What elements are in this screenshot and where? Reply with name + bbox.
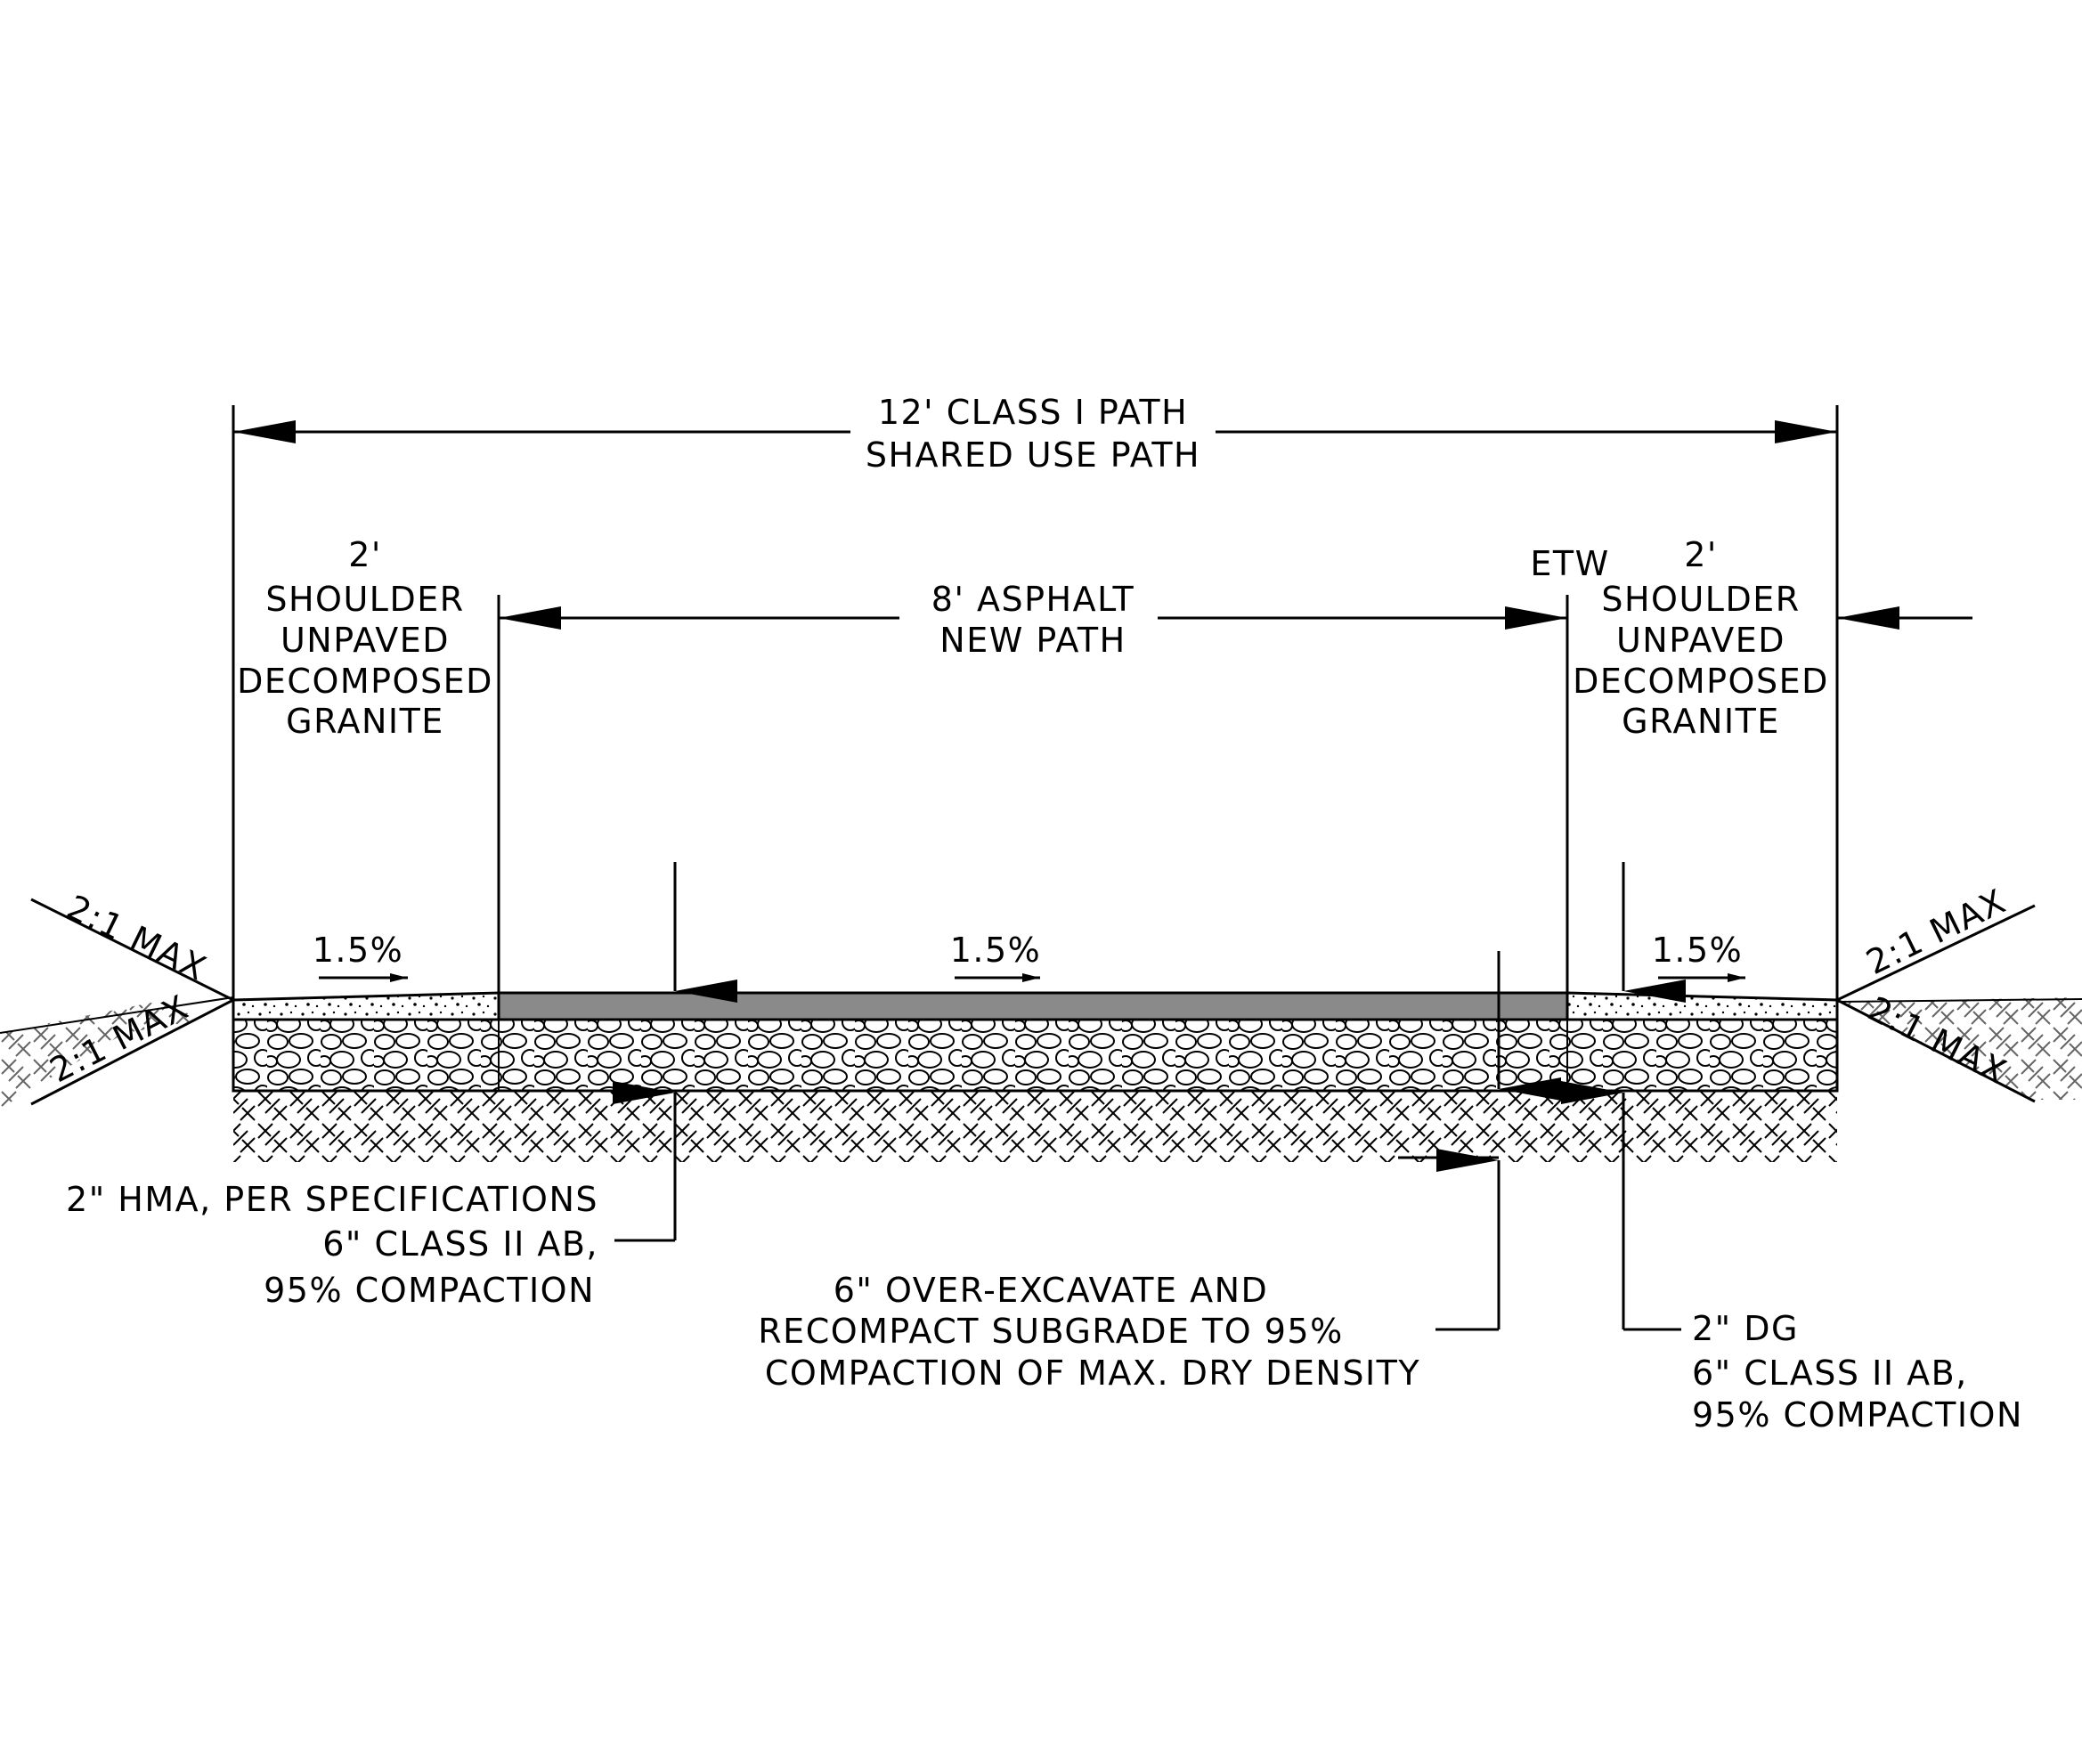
slope-label-right-upper: 2:1 MAX [1860,882,2013,982]
asphalt-dimension-sublabel: NEW PATH [939,621,1126,660]
right-dg-shoulder [1566,991,1839,1021]
svg-text:UNPAVED: UNPAVED [281,621,450,660]
existing-ground-right [1836,997,2082,1100]
svg-text:2': 2' [348,535,382,574]
svg-text:GRANITE: GRANITE [1622,702,1780,741]
etw-label: ETW [1530,544,1609,583]
asphalt-dimension-label: 8' ASPHALT [931,580,1135,619]
right-shoulder-label: 2' SHOULDER UNPAVED DECOMPOSED GRANITE [1573,535,1829,741]
cross-slope-label-left: 1.5% [313,931,404,970]
right-lower-slope-line [1836,998,2036,1103]
svg-text:2" HMA, PER SPECIFICATIONS: 2" HMA, PER SPECIFICATIONS [66,1180,598,1219]
class-ii-aggregate-base [232,1018,1839,1093]
cross-slope-label-right: 1.5% [1652,931,1744,970]
svg-text:DECOMPOSED: DECOMPOSED [1573,662,1829,701]
svg-text:6" OVER-EXCAVATE AND: 6" OVER-EXCAVATE AND [834,1271,1269,1310]
existing-ground-left [0,996,234,1109]
svg-text:UNPAVED: UNPAVED [1616,621,1785,660]
right-upper-slope-line [1836,904,2036,1002]
svg-text:2': 2' [1684,535,1718,574]
left-dg-shoulder [232,991,500,1021]
slope-label-left-upper: 2:1 MAX [61,888,213,988]
svg-text:RECOMPACT SUBGRADE TO 95%: RECOMPACT SUBGRADE TO 95% [758,1312,1343,1351]
svg-text:COMPACTION OF MAX. DRY DENSITY: COMPACTION OF MAX. DRY DENSITY [765,1353,1420,1393]
cross-slope-label-path: 1.5% [950,931,1042,970]
svg-text:6" CLASS II AB,: 6" CLASS II AB, [322,1224,598,1264]
svg-text:GRANITE: GRANITE [286,702,444,741]
left-shoulder-label: 2' SHOULDER UNPAVED DECOMPOSED GRANITE [237,535,493,741]
dg-callout: 2" DG 6" CLASS II AB, 95% COMPACTION [1692,1309,2023,1435]
svg-text:95% COMPACTION: 95% COMPACTION [264,1271,595,1310]
recompacted-subgrade [233,1091,1837,1162]
svg-text:SHOULDER: SHOULDER [265,580,464,619]
hma-callout: 2" HMA, PER SPECIFICATIONS 6" CLASS II A… [66,1180,598,1310]
svg-text:SHOULDER: SHOULDER [1601,580,1800,619]
left-upper-slope-line [30,898,234,1002]
asphalt-hma-layer [497,991,1569,1021]
svg-text:95% COMPACTION: 95% COMPACTION [1692,1395,2023,1435]
svg-text:6" CLASS II AB,: 6" CLASS II AB, [1692,1353,1968,1393]
overall-dimension-sublabel: SHARED USE PATH [866,435,1200,475]
svg-text:DECOMPOSED: DECOMPOSED [237,662,493,701]
subgrade-callout: 6" OVER-EXCAVATE AND RECOMPACT SUBGRADE … [758,1271,1420,1393]
overall-dimension-label: 12' CLASS I PATH [878,393,1188,432]
left-lower-slope-line [30,998,234,1106]
svg-text:2" DG: 2" DG [1692,1309,1799,1348]
